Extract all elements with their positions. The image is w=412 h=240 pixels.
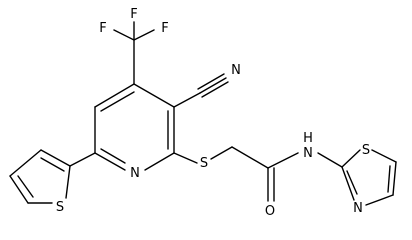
bond-thz-c2-s — [341, 149, 361, 168]
atom-pyridine-n: N — [130, 166, 140, 181]
bond-thz-c4-n — [365, 194, 394, 206]
atom-amide-n: N — [303, 146, 313, 161]
atom-thiazole-n: N — [353, 201, 363, 216]
atom-f-right: F — [161, 21, 168, 36]
atom-f-left: F — [99, 21, 106, 36]
atom-thiazole-s: S — [362, 143, 370, 158]
bond-thz-n-c2-inner — [346, 170, 358, 195]
bond-thp-c4-c5-inner — [17, 175, 34, 198]
bond-n-c6-outer — [94, 152, 126, 171]
bond-c5-c4-outer — [94, 83, 135, 108]
bond-thp-s-c2 — [65, 165, 71, 199]
bond-thz-s-c5 — [371, 149, 397, 163]
molecule-diagram: F F F N N S S O N H S N — [9, 7, 397, 219]
bond-thp-c2-c3-inner — [40, 157, 65, 172]
bond-c2-s — [173, 152, 198, 164]
bond-thz-c5-c4-outer — [392, 161, 397, 196]
bond-triple-1 — [199, 77, 227, 94]
bond-co-nh — [267, 152, 299, 169]
atom-nitrile-n: N — [231, 63, 241, 78]
bond-cf3-f-left — [113, 29, 135, 41]
bond-triple-3 — [201, 81, 229, 98]
bond-s-ch2 — [210, 146, 233, 160]
atom-amide-h: H — [303, 131, 313, 146]
bond-c5-c4-inner — [100, 91, 135, 112]
bonds — [9, 21, 397, 206]
atom-thioether-s: S — [200, 156, 208, 171]
bond-c3-cn — [173, 92, 201, 108]
bond-thp-c4-c5-outer — [9, 175, 29, 204]
bond-thz-n-c2-outer — [341, 166, 355, 201]
bond-thp-c3-c4 — [9, 149, 42, 177]
bond-c6-thiophene — [69, 152, 96, 167]
bond-ch2-co — [231, 146, 269, 169]
atom-thiophene-s: S — [56, 200, 64, 215]
bond-n-c6-inner — [100, 148, 126, 164]
atom-labels: F F F N N S S O N H S N — [56, 7, 370, 219]
bond-thp-c2-c3-outer — [40, 149, 71, 167]
bond-c4-c3 — [133, 83, 175, 108]
bond-c2-n — [144, 152, 175, 171]
atom-amide-o: O — [265, 204, 275, 219]
bond-thz-c5-c4-inner — [387, 165, 391, 193]
bond-nh-thiazole — [317, 152, 343, 168]
atom-f-top: F — [130, 7, 137, 22]
bond-cf3-f-right — [133, 29, 155, 41]
bond-triple-2 — [197, 73, 225, 90]
